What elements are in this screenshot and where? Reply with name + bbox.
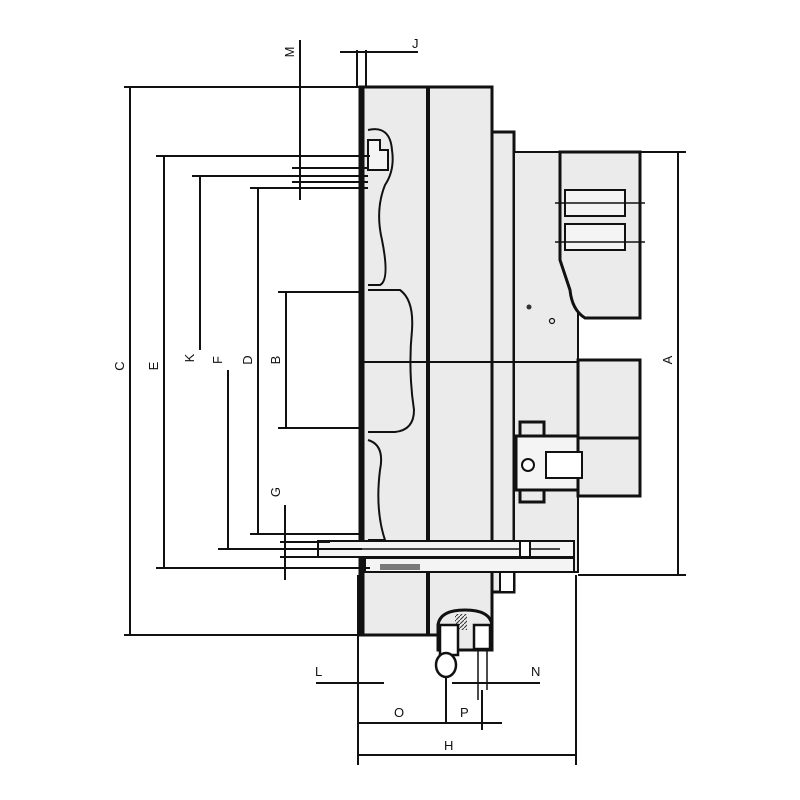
dimension-labels: C E K F D B G M A J L N O P H bbox=[112, 36, 675, 753]
label-e: E bbox=[146, 361, 161, 370]
lower-jaw bbox=[576, 358, 642, 498]
label-c: C bbox=[112, 361, 127, 370]
label-p: P bbox=[460, 705, 469, 720]
label-a: A bbox=[660, 355, 675, 364]
label-g: G bbox=[268, 487, 283, 497]
label-f: F bbox=[210, 356, 225, 364]
label-n: N bbox=[531, 664, 540, 679]
dimension-lines bbox=[124, 40, 686, 765]
label-d: D bbox=[240, 355, 255, 364]
label-h: H bbox=[444, 738, 453, 753]
label-b: B bbox=[268, 356, 283, 365]
chuck-body bbox=[317, 85, 645, 700]
label-k: K bbox=[182, 353, 197, 362]
label-o: O bbox=[394, 705, 404, 720]
label-m: M bbox=[282, 47, 297, 58]
label-j: J bbox=[412, 36, 419, 51]
label-l: L bbox=[315, 664, 322, 679]
